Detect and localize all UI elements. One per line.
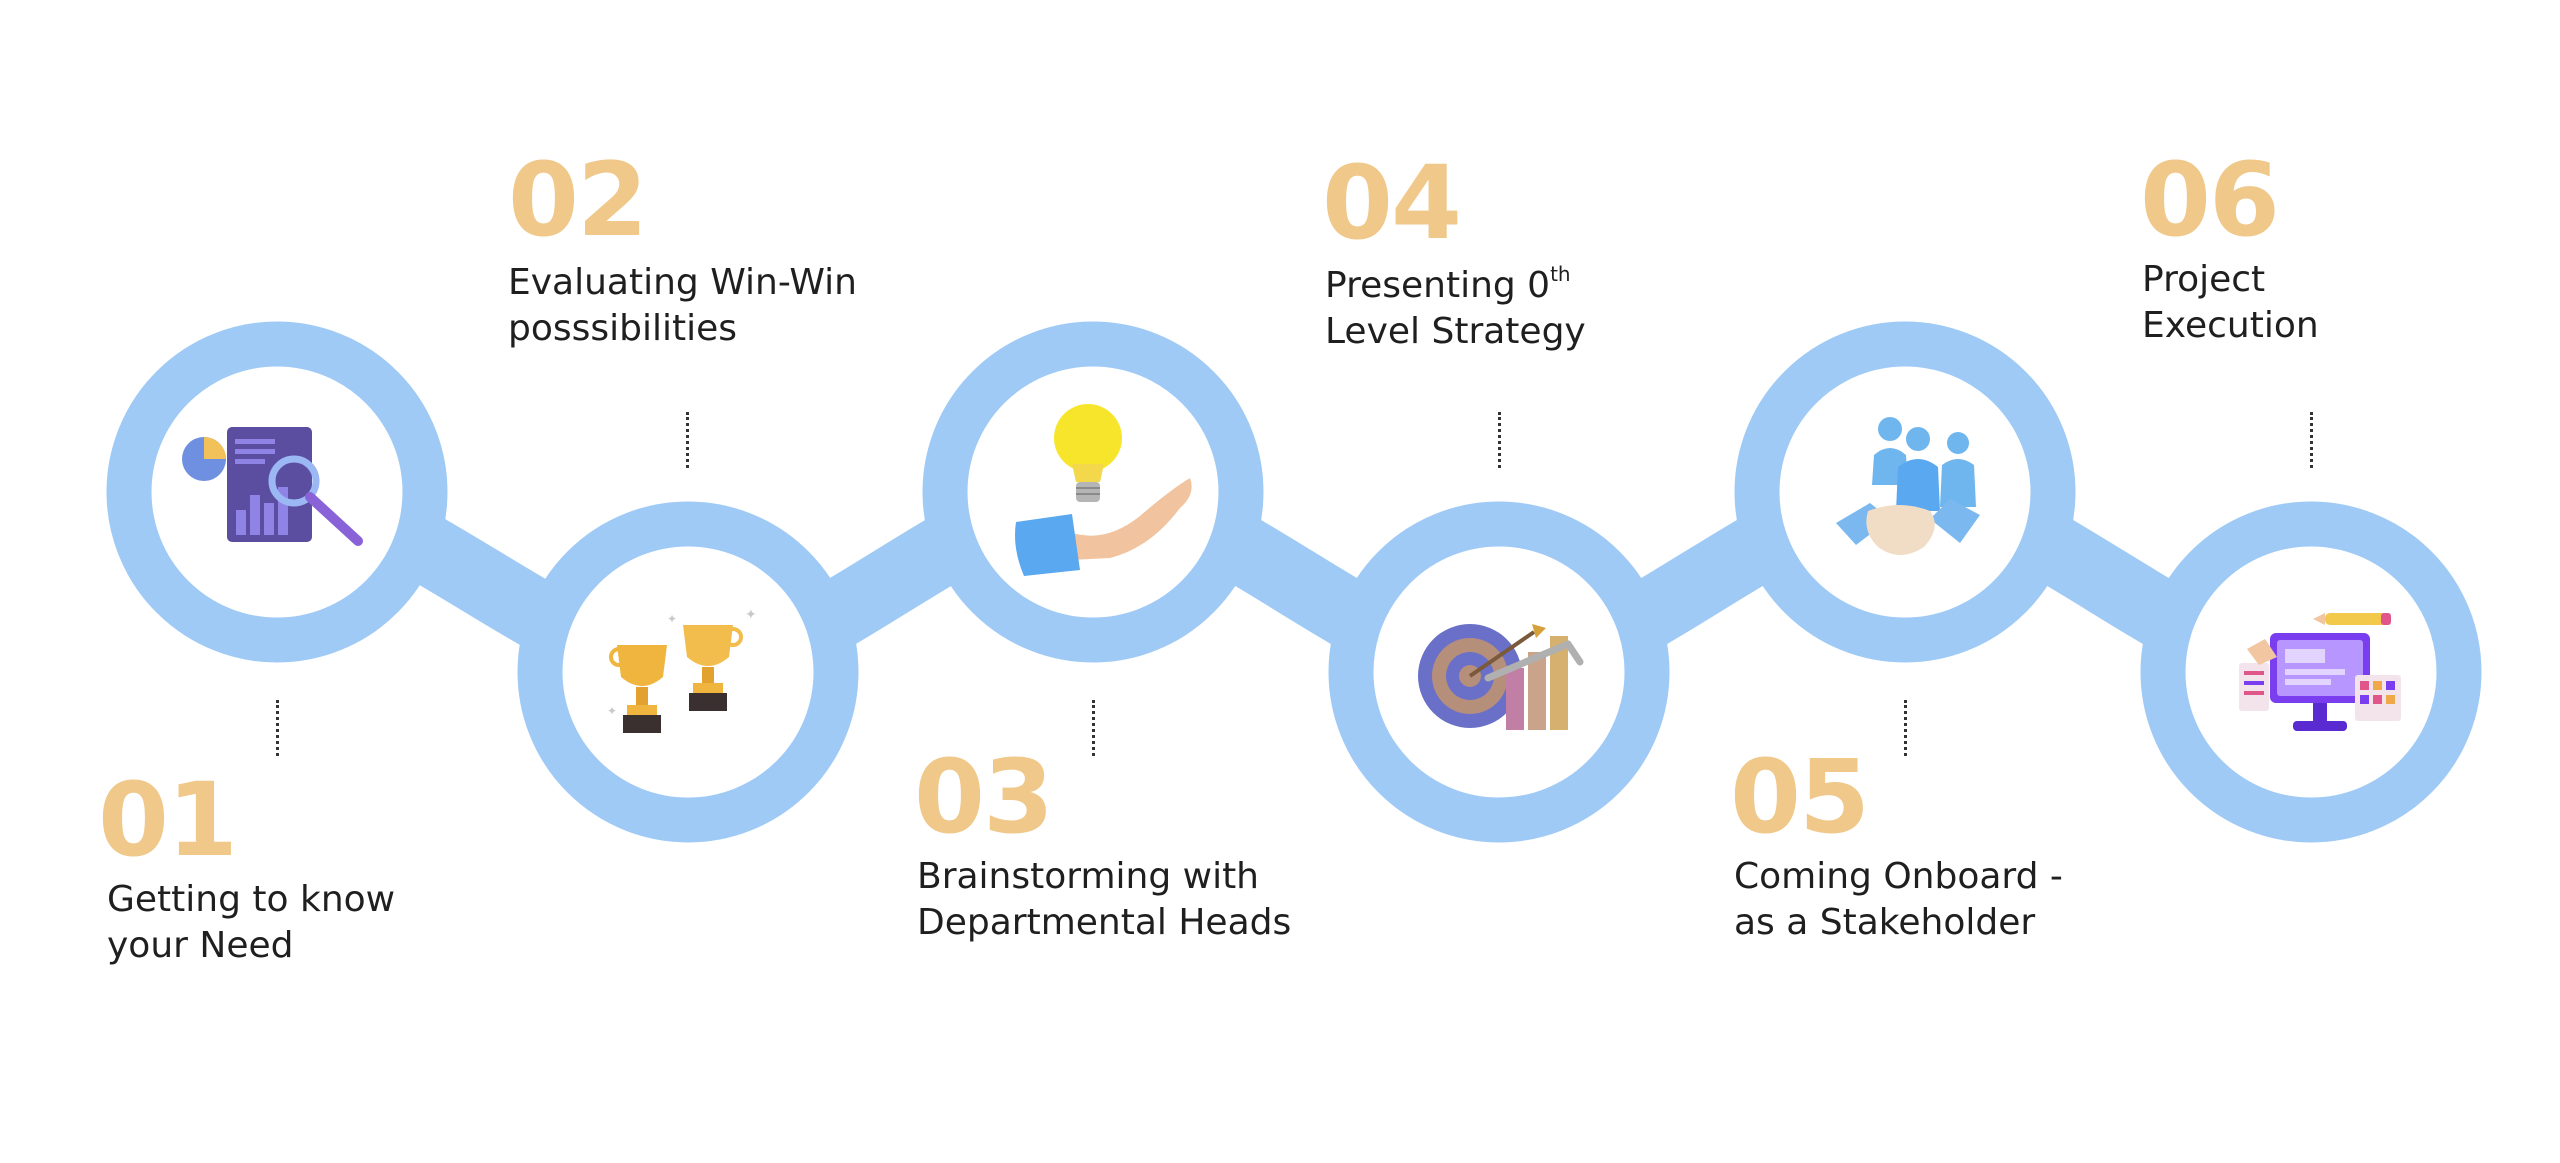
step-number-04: 04 xyxy=(1322,144,1462,263)
step-label-06: Project Execution xyxy=(2142,257,2319,349)
step-label-03-line-2: Departmental Heads xyxy=(917,902,1292,943)
step-label-01-line-1: Getting to know xyxy=(107,879,396,920)
step-label-05: Coming Onboard - as a Stakeholder xyxy=(1734,854,2063,946)
step-number-01: 01 xyxy=(98,761,238,880)
step-label-06-line-2: Execution xyxy=(2142,305,2319,346)
step-label-01: Getting to know your Need xyxy=(107,877,395,969)
connector-dots-05 xyxy=(1904,700,1907,756)
step-label-04-line-1: Presenting 0th xyxy=(1325,263,1586,309)
connector-dots-04 xyxy=(1498,412,1501,468)
step-label-04-line-1-text: Presenting 0 xyxy=(1325,265,1551,306)
target-chart-icon xyxy=(1418,624,1584,730)
trophies-icon: ✦ ✦ ✦ xyxy=(607,607,757,733)
connector-dots-02 xyxy=(686,412,689,468)
step-label-05-line-2: as a Stakeholder xyxy=(1734,902,2036,943)
step-label-02: Evaluating Win-Win posssibilities xyxy=(508,260,857,352)
step-number-03: 03 xyxy=(914,738,1054,857)
step-label-02-line-1: Evaluating Win-Win xyxy=(508,262,857,303)
step-label-04: Presenting 0th Level Strategy xyxy=(1325,263,1586,355)
step-number-06: 06 xyxy=(2140,141,2280,260)
step-label-01-line-2: your Need xyxy=(107,925,294,966)
svg-text:✦: ✦ xyxy=(607,704,617,718)
lightbulb-hand-icon xyxy=(1015,404,1192,576)
svg-text:✦: ✦ xyxy=(667,612,677,626)
step-number-05: 05 xyxy=(1730,738,1870,857)
step-number-02: 02 xyxy=(508,141,648,260)
monitor-design-icon xyxy=(2239,613,2401,731)
step-label-04-superscript: th xyxy=(1550,262,1571,286)
handshake-team-icon xyxy=(1836,417,1980,555)
report-magnifier-icon xyxy=(182,427,363,546)
connector-dots-01 xyxy=(276,700,279,756)
step-label-06-line-1: Project xyxy=(2142,259,2266,300)
step-label-03: Brainstorming with Departmental Heads xyxy=(917,854,1291,946)
step-label-05-line-1: Coming Onboard - xyxy=(1734,856,2063,897)
connector-dots-06 xyxy=(2310,412,2313,468)
step-label-02-line-2: posssibilities xyxy=(508,308,738,349)
ring-02 xyxy=(517,501,859,843)
step-label-03-line-1: Brainstorming with xyxy=(917,856,1259,897)
connector-dots-03 xyxy=(1092,700,1095,756)
svg-text:✦: ✦ xyxy=(745,607,757,623)
step-label-04-line-2: Level Strategy xyxy=(1325,311,1586,352)
